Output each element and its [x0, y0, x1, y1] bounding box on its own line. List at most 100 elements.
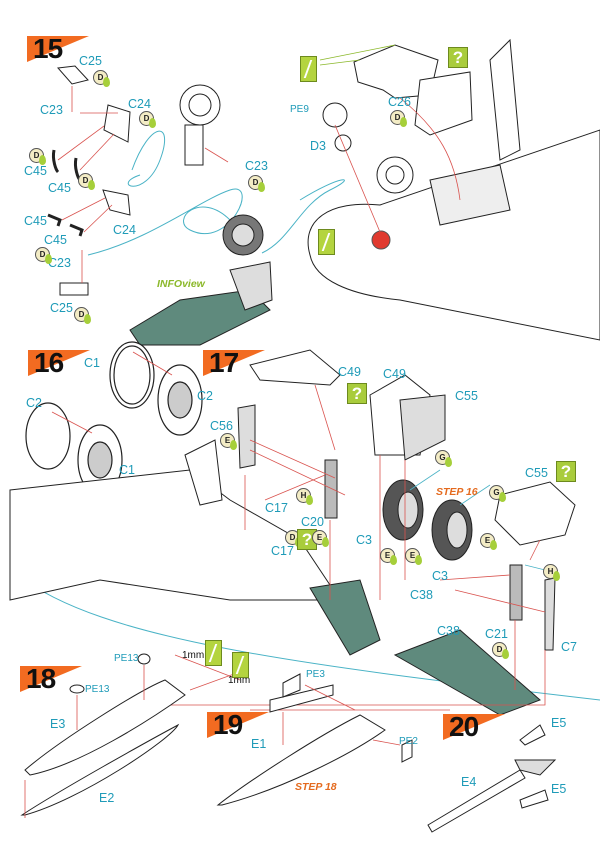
step-18-marker: 18 [20, 663, 82, 698]
cut-sprue-icon [300, 56, 317, 82]
part-label: PE9 [290, 104, 309, 115]
part-d3 [334, 134, 352, 152]
part-label: C17 [265, 501, 288, 515]
part-label: C49 [338, 365, 361, 379]
part-e1 [269, 684, 334, 713]
part-c25b [59, 282, 89, 296]
step-reference-note: STEP 18 [295, 781, 337, 793]
part-label: C26 [388, 95, 411, 109]
step-number: 20 [449, 711, 479, 742]
part-c26 [414, 71, 473, 136]
paint-code-badge: D [139, 111, 156, 128]
part-c55-b [494, 481, 576, 546]
step-number: 19 [213, 709, 243, 740]
strut-main-b [509, 564, 523, 621]
part-pe13 [69, 684, 85, 694]
part-c55 [399, 394, 446, 461]
paint-code-badge: D [390, 110, 407, 127]
step-20-marker: 20 [443, 711, 505, 746]
paint-code-badge: E [405, 548, 422, 565]
part-e2-tank-half [20, 723, 180, 816]
part-label: C24 [113, 223, 136, 237]
part-hatch [353, 44, 439, 99]
part-c45 [47, 213, 62, 227]
paint-code-badge: D [35, 247, 52, 264]
question-mark-icon: ? [448, 47, 468, 68]
paint-code-badge: E [312, 530, 329, 547]
red-cover [371, 230, 391, 250]
step-15-marker: 15 [27, 33, 89, 68]
question-mark-icon: ? [556, 461, 576, 482]
part-c45 [69, 223, 84, 237]
part-label: C45 [24, 214, 47, 228]
measurement-label: 1mm [228, 675, 251, 686]
part-e3-tank [24, 679, 186, 776]
flow-line [87, 188, 243, 256]
paint-code-badge: G [435, 450, 452, 467]
step-number: 16 [34, 347, 64, 378]
part-e5-b [519, 789, 549, 809]
part-c24b [102, 189, 131, 216]
part-c45 [52, 149, 60, 174]
part-label: C55 [525, 466, 548, 480]
part-label: C24 [128, 97, 151, 111]
wheel-nose [376, 156, 414, 194]
part-label: C17 [271, 544, 294, 558]
part-label: PE13 [85, 684, 110, 695]
cut-sprue-icon [318, 229, 335, 255]
part-label: C25 [50, 301, 73, 315]
part-c1-ring [109, 341, 155, 409]
flow-line [127, 130, 165, 187]
paint-code-badge: D [93, 70, 110, 87]
part-label: C23 [245, 159, 268, 173]
paint-code-badge: E [480, 533, 497, 550]
paint-code-badge: G [489, 485, 506, 502]
question-mark-icon: ? [347, 383, 367, 404]
step-19-marker: 19 [207, 709, 269, 744]
info-view-label: INFOview [157, 278, 205, 290]
missile-fins [514, 759, 557, 776]
part-label: C38 [437, 624, 460, 638]
tank-assembly [216, 714, 386, 806]
step-16-marker: 16 [28, 347, 90, 382]
paint-code-badge: E [220, 433, 237, 450]
part-label: PE2 [399, 736, 418, 747]
fuselage-nose [307, 129, 600, 341]
strut-main [324, 459, 338, 519]
part-label: C23 [40, 103, 63, 117]
measurement-label: 1mm [182, 650, 205, 661]
step-number: 18 [26, 663, 56, 694]
wheel-nose [179, 84, 221, 126]
part-pe9 [322, 102, 348, 128]
part-pe2 [401, 739, 413, 763]
part-label: C1 [84, 356, 100, 370]
gear-leg [184, 124, 204, 166]
part-label: C45 [24, 164, 47, 178]
part-label: PE3 [306, 669, 325, 680]
gear-bay [309, 579, 381, 656]
paint-code-badge: E [380, 548, 397, 565]
part-label: E2 [99, 791, 115, 805]
part-label: D3 [310, 139, 326, 153]
part-label: C3 [432, 569, 448, 583]
cut-sprue-icon [232, 652, 249, 678]
part-label: C56 [210, 419, 233, 433]
part-label: C55 [455, 389, 478, 403]
paint-code-badge: D [492, 642, 509, 659]
part-label: C2 [26, 396, 42, 410]
part-label: C38 [410, 588, 433, 602]
part-label: C2 [197, 389, 213, 403]
tail-fin [489, 38, 521, 161]
part-label: C21 [485, 627, 508, 641]
part-pe3 [282, 673, 301, 698]
part-label: C45 [48, 181, 71, 195]
tail-fin [184, 439, 223, 506]
part-c25 [56, 65, 89, 85]
paint-code-badge: H [543, 564, 560, 581]
part-label: PE13 [114, 653, 139, 664]
part-label: C49 [383, 367, 406, 381]
wheel-well [429, 164, 511, 226]
part-pe13-b [137, 653, 151, 665]
